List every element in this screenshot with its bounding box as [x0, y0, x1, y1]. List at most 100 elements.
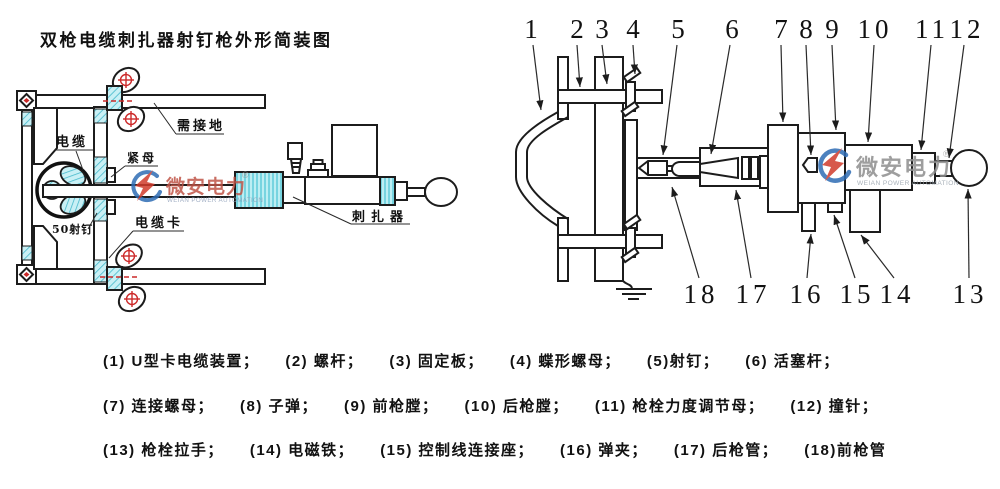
lower-bracket	[33, 225, 58, 270]
callout-number-16: 16	[790, 279, 825, 309]
callout-number-5: 5	[671, 14, 685, 44]
legend-item-10: (10) 后枪膛；	[464, 398, 569, 415]
watermark-brand: 微安电力	[165, 175, 246, 198]
legend-item-16: (16) 弹夹；	[560, 442, 648, 459]
bottom-bar	[35, 268, 266, 285]
bolt-ball-handle	[950, 149, 988, 187]
fixing-plate-second	[624, 119, 638, 231]
page-title: 双枪电缆刺扎器射钉枪外形简装图	[40, 31, 333, 50]
screw-rod-bottom	[557, 213, 663, 264]
solenoid	[849, 189, 881, 233]
watermark-left: 微安电力 ® WEIAN POWER AUTOMATION	[131, 170, 263, 204]
callout-numbers-bottom: 18 17 16 15 14 13	[684, 279, 988, 309]
fixing-plate-hatch	[93, 108, 108, 283]
top-bar	[35, 94, 266, 109]
label-cable-clamp: 电缆卡	[135, 215, 183, 231]
legend-item-17: (17) 后枪管；	[673, 442, 779, 459]
legend-item-18: (18)前枪管	[804, 442, 887, 459]
rear-barrel	[671, 161, 703, 177]
callout-number-1: 1	[524, 14, 538, 44]
label-nail50: 50射钉	[52, 222, 93, 236]
post-hatch-top	[21, 111, 33, 127]
legend-item-13: (13) 枪栓拉手；	[103, 442, 224, 459]
post-hatch-bottom	[21, 245, 33, 261]
u-clamp	[515, 56, 569, 282]
callout-numbers-top: 1 2 3 4 5 6 7 8 9 10 11 12	[524, 14, 985, 44]
wing-nut-bottom	[100, 243, 147, 313]
label-cable: 电缆	[56, 134, 88, 150]
legend-item-7: (7) 连接螺母；	[103, 398, 215, 415]
callout-number-17: 17	[736, 279, 771, 309]
connecting-nut	[759, 155, 769, 189]
tight-nut-tab-upper	[106, 167, 116, 183]
legend-item-12: (12) 撞针；	[790, 398, 879, 415]
callout-number-14: 14	[880, 279, 915, 309]
watermark-brand: 微安电力	[855, 155, 952, 181]
legend-item-2: (2) 螺杆；	[285, 353, 364, 370]
left-assembly-diagram: 电缆 需接地 紧母 50射钉 电缆卡 刺扎器 微安电力	[16, 66, 458, 313]
callout-number-15: 15	[840, 279, 875, 309]
legend-item-6: (6) 活塞杆；	[745, 353, 840, 370]
callout-number-6: 6	[725, 14, 739, 44]
piercer-gun	[234, 124, 458, 209]
legend-row-1: (1) U型卡电缆装置； (2) 螺杆； (3) 固定板； (4) 蝶形螺母； …	[103, 350, 840, 371]
gun-end-block	[394, 181, 408, 201]
magazine	[801, 202, 816, 232]
legend-item-14: (14) 电磁铁；	[249, 442, 355, 459]
watermark-reg: ®	[943, 149, 950, 159]
legend-row-3: (13) 枪栓拉手； (14) 电磁铁； (15) 控制线连接座； (16) 弹…	[103, 439, 886, 460]
callout-number-7: 7	[774, 14, 788, 44]
weian-logo-icon	[131, 170, 162, 203]
callout-number-8: 8	[799, 14, 813, 44]
label-piercer: 刺扎器	[352, 209, 409, 225]
rear-chamber	[844, 144, 913, 191]
left-diagram-labels: 电缆 需接地 紧母 50射钉 电缆卡 刺扎器	[52, 102, 410, 259]
wing-nut-top	[103, 66, 146, 133]
watermark-right: 微安电力 ® WEIAN POWER AUTOMATION	[818, 148, 959, 187]
gun-body	[304, 176, 381, 205]
legend-item-1: (1) U型卡电缆装置；	[103, 353, 260, 370]
legend-item-4: (4) 蝶形螺母；	[509, 353, 621, 370]
legend-item-5: (5)射钉；	[646, 353, 720, 370]
gun-cap-fitting	[307, 159, 329, 179]
legend-item-3: (3) 固定板；	[389, 353, 484, 370]
breech-block-7	[767, 124, 799, 213]
legend-item-8: (8) 子弹；	[240, 398, 319, 415]
screw-rod-top	[557, 66, 663, 118]
right-numbered-diagram: 微安电力 ® WEIAN POWER AUTOMATION	[515, 14, 988, 309]
callout-number-10: 10	[858, 14, 893, 44]
gun-handle-rod	[406, 187, 426, 197]
ground-symbol	[616, 280, 652, 300]
label-tight-nut: 紧母	[127, 150, 157, 165]
callout-number-3: 3	[595, 14, 609, 44]
legend-item-11: (11) 枪栓力度调节母；	[594, 398, 765, 415]
legend-row-2: (7) 连接螺母； (8) 子弹； (9) 前枪膛； (10) 后枪膛； (11…	[103, 395, 878, 416]
watermark-subtext: WEIAN POWER AUTOMATION	[167, 197, 263, 204]
label-ground: 需接地	[177, 118, 225, 134]
legend-item-15: (15) 控制线连接座；	[380, 442, 535, 459]
callout-number-18: 18	[684, 279, 719, 309]
tight-nut-tab-lower	[106, 199, 116, 215]
watermark-subtext: WEIAN POWER AUTOMATION	[857, 180, 959, 187]
callout-number-12: 12	[950, 14, 985, 44]
callout-number-9: 9	[825, 14, 839, 44]
corner-fitting-bottom	[16, 264, 37, 285]
watermark-reg: ®	[242, 170, 249, 180]
control-line-seat	[827, 202, 843, 213]
nail	[637, 160, 676, 176]
callout-number-13: 13	[953, 279, 988, 309]
callout-number-2: 2	[570, 14, 584, 44]
gun-top-box	[331, 124, 378, 177]
legend-item-9: (9) 前枪膛；	[344, 398, 439, 415]
bullet	[801, 157, 818, 173]
corner-fitting-top	[16, 90, 37, 111]
callout-lines	[532, 44, 972, 279]
gun-valve-handle	[287, 142, 303, 174]
gun-coupler	[282, 176, 306, 204]
gun-cylinder	[234, 171, 284, 209]
gun-end-collar	[379, 176, 396, 206]
callout-number-4: 4	[626, 14, 640, 44]
upper-bracket	[33, 107, 58, 165]
piston-rod-housing	[699, 147, 771, 187]
